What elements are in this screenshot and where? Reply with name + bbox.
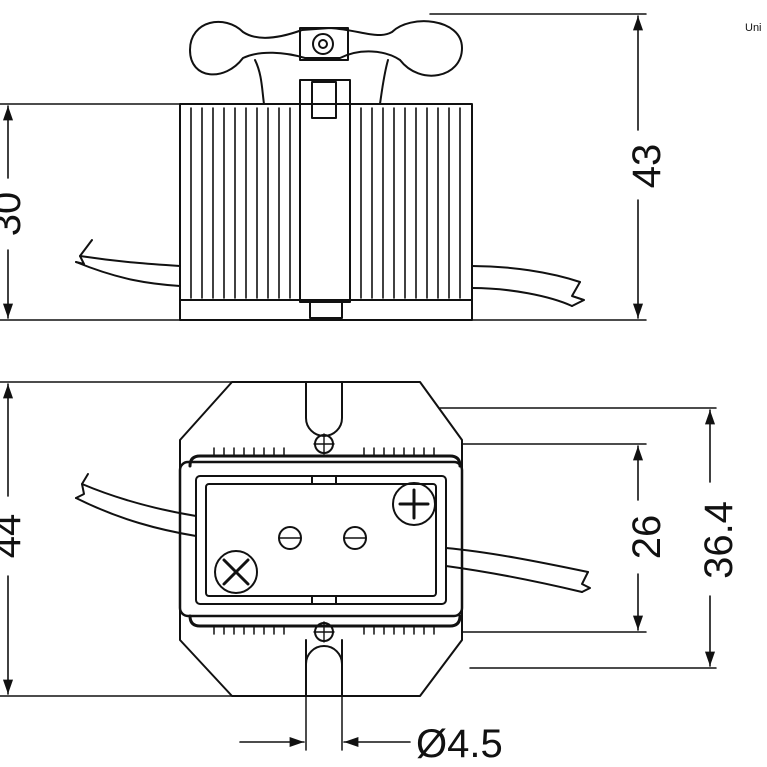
dimension-label-44: 44 (0, 514, 29, 559)
wing-nut (189, 20, 463, 105)
housing-body (179, 103, 473, 321)
terminal-screw-top-right (392, 482, 436, 526)
dimension-label-diameter: Ø4.5 (416, 722, 503, 766)
top-view (0, 381, 717, 751)
pin-hole-left (278, 526, 302, 550)
dimension-label-26: 26 (625, 515, 669, 560)
corner-label: Uni (745, 22, 762, 34)
dimension-label-30: 30 (0, 192, 29, 237)
pin-hole-right (343, 526, 367, 550)
dimension-label-36-4: 36.4 (697, 501, 741, 579)
side-view (0, 13, 647, 321)
lead-wire-bottom-right (445, 547, 591, 593)
terminal-screw-bottom-left (214, 550, 258, 594)
lead-wire-right (471, 265, 585, 307)
gear-teeth (213, 447, 435, 635)
socket-body (178, 460, 464, 618)
lead-wire-left (75, 239, 181, 287)
mounting-slot-bottom (305, 645, 343, 697)
mounting-plate (179, 381, 463, 697)
mounting-slot-top (305, 381, 343, 437)
housing-ribs (190, 107, 461, 299)
dimension-label-43: 43 (625, 144, 669, 189)
lead-wire-top-left (75, 473, 197, 537)
